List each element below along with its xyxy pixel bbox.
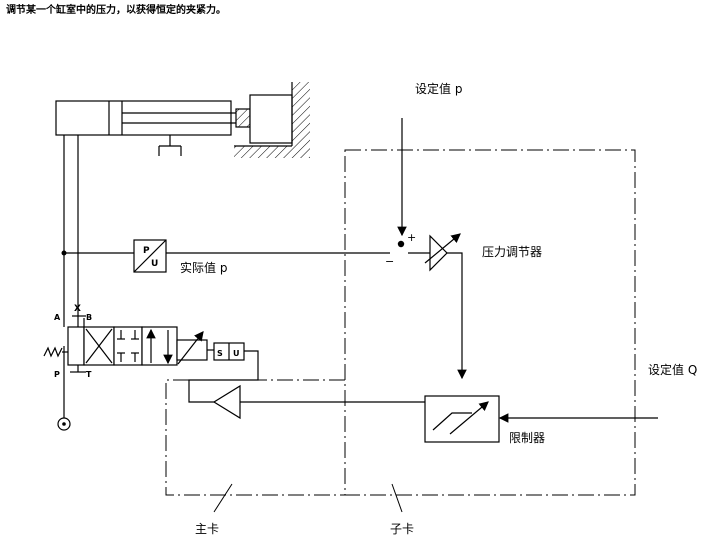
sub-card-label: 子卡 [390,522,415,536]
line-junction-dot [61,250,67,256]
pressure-transducer [133,239,167,273]
actual-p-label: 实际值 p [180,261,228,275]
port-a-label: A [54,313,61,322]
transducer-p-label: P [143,246,150,256]
summing-junction [397,240,405,248]
card-leader-lines [213,483,403,513]
limiter-block [424,395,500,443]
output-amplifier [212,384,241,420]
pressure-controller-amplifier [424,233,461,272]
port-t-label: T [86,370,92,379]
transducer-u-label: U [151,259,158,269]
diagram-caption: 调节某一个缸室中的压力，以获得恒定的夹紧力。 [6,5,226,16]
pressure-controller-label: 压力调节器 [482,245,543,259]
port-x-label: X [74,304,81,314]
proportional-valve [43,326,245,366]
minus-sign: − [385,255,394,268]
pump-symbol [57,417,71,431]
main-card-label: 主卡 [195,522,220,536]
setpoint-q-label: 设定值 Q [648,363,698,377]
hydraulic-lines [63,135,390,420]
solenoid-u-label: U [233,349,240,358]
workpiece-wall [234,82,310,158]
port-b-label: B [86,313,92,322]
limiter-label: 限制器 [509,431,546,445]
card-boundaries [165,149,636,496]
solenoid-s-label: S [217,349,223,358]
hydraulic-cylinder [55,100,236,156]
plus-sign: + [407,231,416,244]
setpoint-p-label: 设定值 p [415,82,463,96]
port-p-label: P [54,370,60,379]
signal-lines [188,118,658,423]
